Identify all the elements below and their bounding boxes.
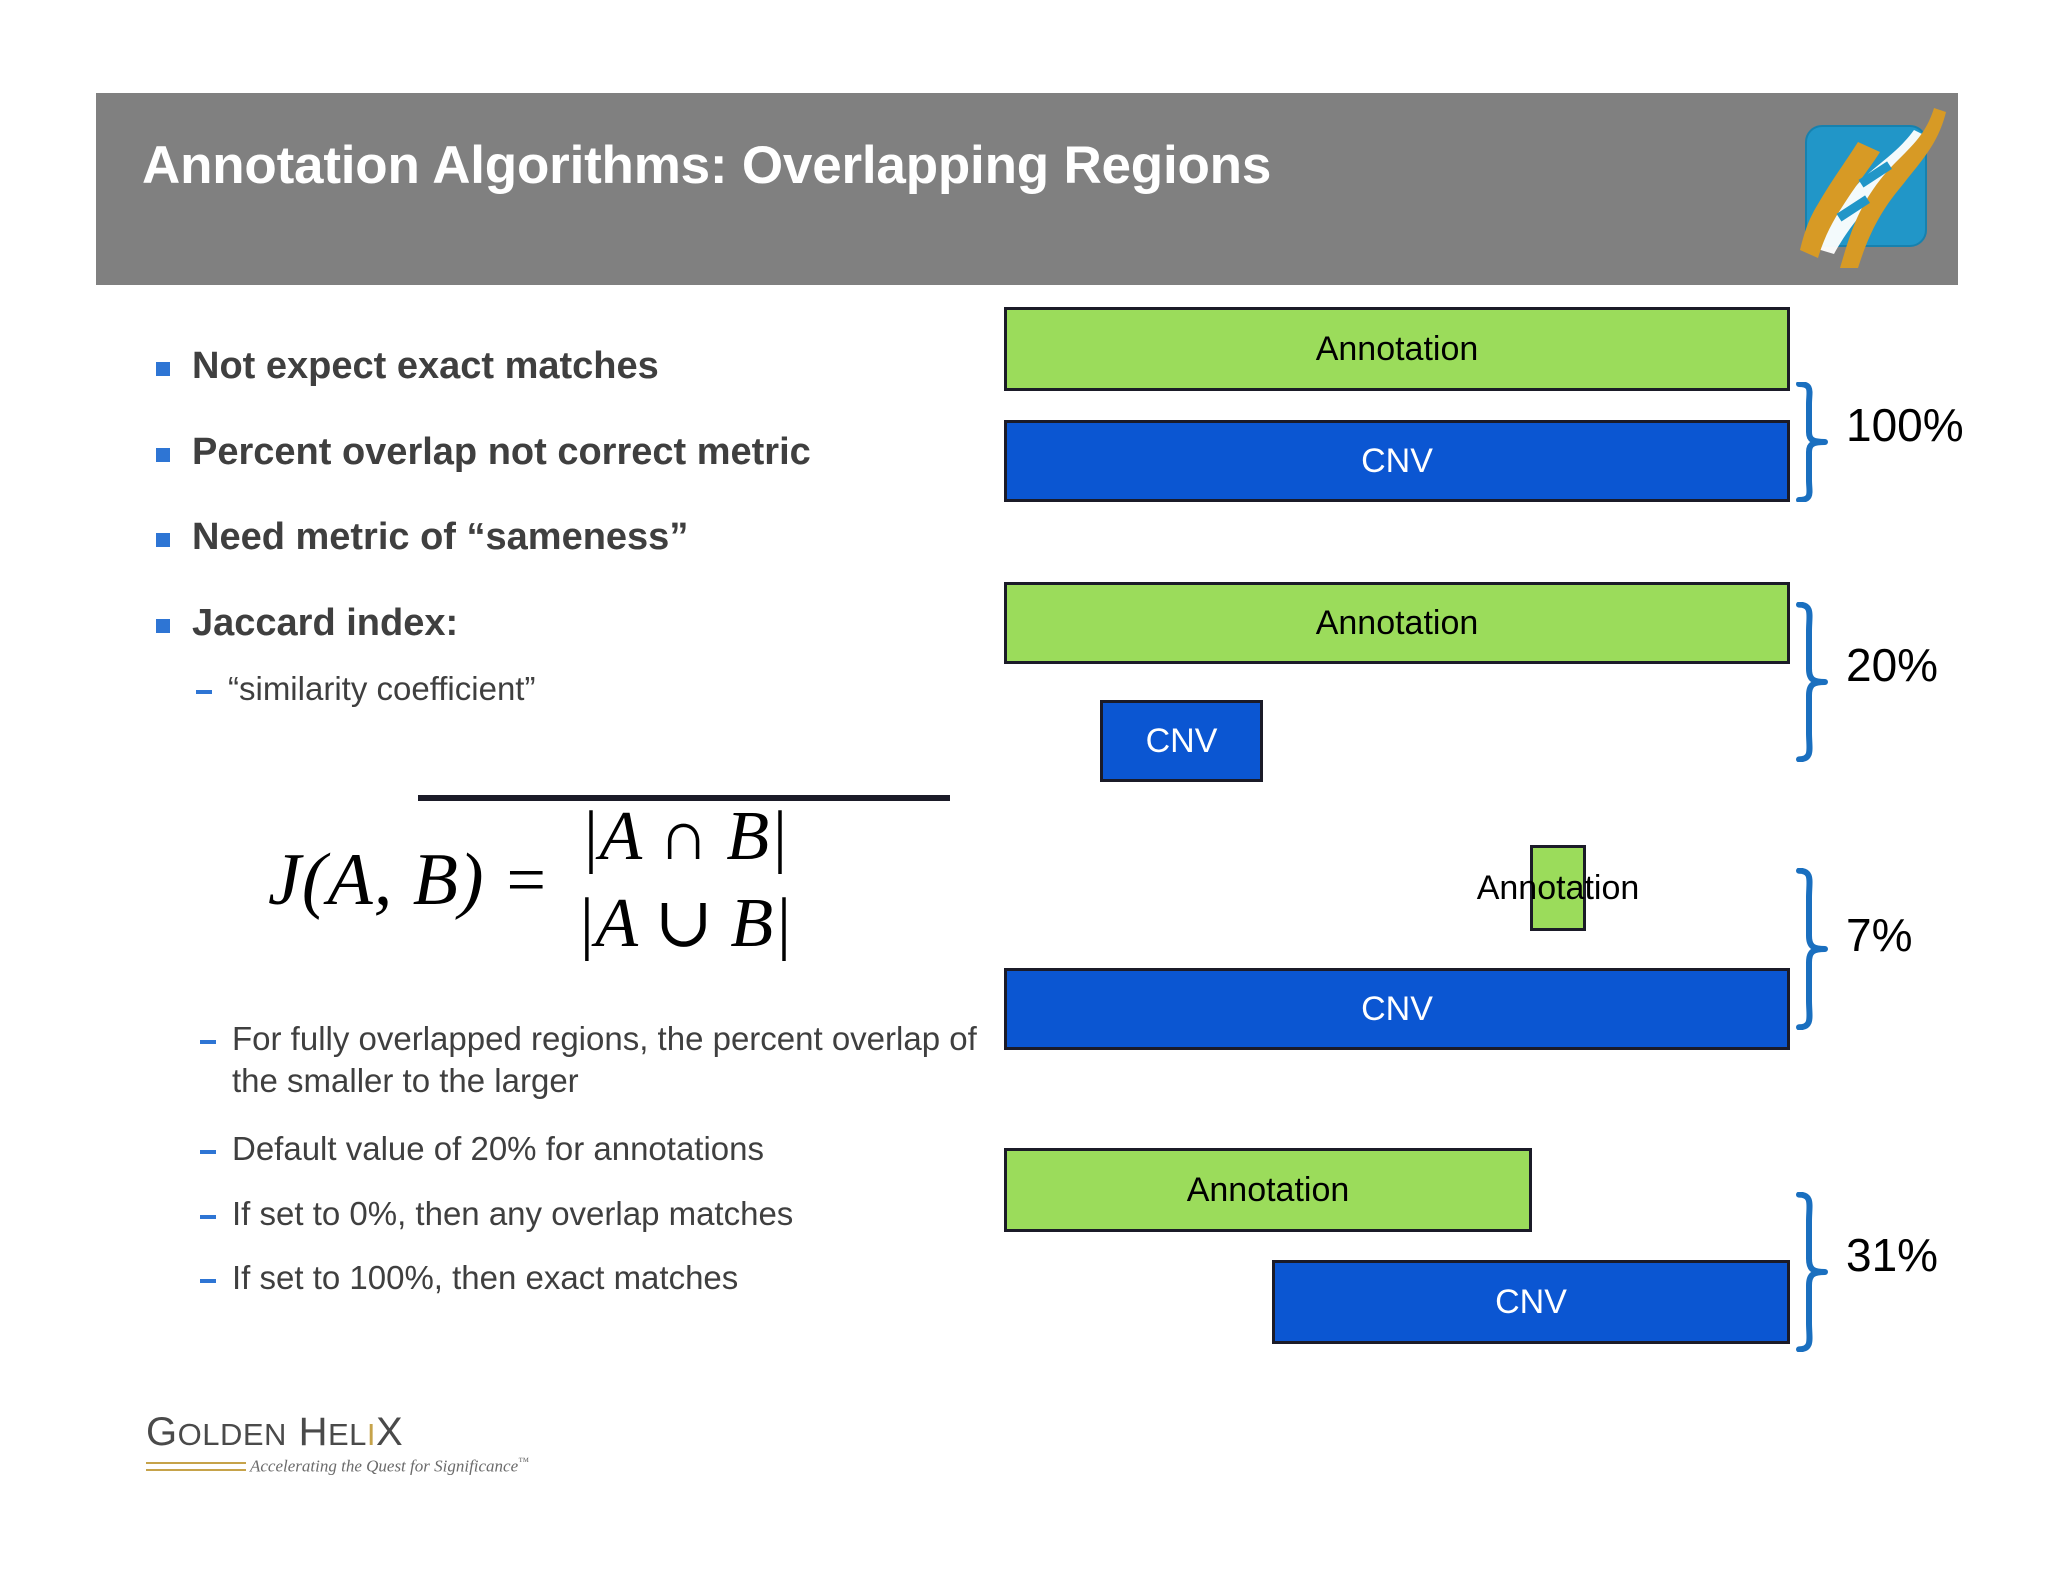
square-bullet-icon xyxy=(156,533,170,548)
formula-equals: = xyxy=(506,841,547,919)
page-title: Annotation Algorithms: Overlapping Regio… xyxy=(142,136,1272,195)
annotation-bar: Annotation xyxy=(1004,1148,1532,1232)
dash-bullet-icon xyxy=(196,689,212,694)
fraction-bar xyxy=(418,795,951,801)
sub-bullet-text: “similarity coefficient” xyxy=(228,669,536,707)
percent-label: 7% xyxy=(1846,909,1913,961)
annotation-bar-label: Annotation xyxy=(1186,1171,1350,1209)
sub-bullet-list-top: “similarity coefficient” xyxy=(150,668,980,710)
brand-wordmark-text: GOLDEN HELIX xyxy=(146,1410,404,1454)
square-bullet-icon xyxy=(156,447,170,462)
annotation-bar-label: Annotation xyxy=(1476,869,1640,907)
wordmark-rule xyxy=(146,1462,246,1471)
percent-label: 31% xyxy=(1846,1229,1939,1281)
golden-helix-dna-icon xyxy=(1796,108,1946,274)
cnv-bar: CNV xyxy=(1004,968,1790,1050)
formula-fraction: |A ∩ B| |A ∪ B| xyxy=(418,795,951,966)
list-item: If set to 0%, then any overlap matches xyxy=(190,1193,980,1235)
jaccard-formula: J(A, B) = |A ∩ B| |A ∪ B| xyxy=(268,795,951,966)
formula-denominator: |A ∪ B| xyxy=(576,885,793,962)
sub-bullet-text: If set to 100%, then exact matches xyxy=(232,1258,739,1296)
list-item: Need metric of “sameness” xyxy=(150,516,980,560)
percent-label: 20% xyxy=(1846,639,1939,691)
annotation-bar: Annotation xyxy=(1004,307,1790,391)
cnv-bar-label: CNV xyxy=(1145,722,1218,760)
list-item: Not expect exact matches xyxy=(150,345,980,389)
annotation-bar: Annotation xyxy=(1477,845,1639,931)
bullet-text: Need metric of “sameness” xyxy=(192,516,689,559)
cnv-bar-label: CNV xyxy=(1495,1283,1567,1321)
trademark-symbol: ™ xyxy=(518,1456,529,1468)
cnv-bar-label: CNV xyxy=(1361,990,1433,1028)
sub-bullet-text: Default value of 20% for annotations xyxy=(232,1130,765,1168)
bullet-text: Jaccard index: xyxy=(192,602,459,645)
cnv-bar: CNV xyxy=(1004,420,1790,502)
dash-bullet-icon xyxy=(200,1278,216,1283)
golden-helix-wordmark: GOLDEN HELIX Accelerating the Quest for … xyxy=(146,1410,529,1490)
brand-tagline: Accelerating the Quest for Significance™ xyxy=(250,1456,529,1476)
list-item: Default value of 20% for annotations xyxy=(190,1128,980,1170)
brace-icon xyxy=(1795,868,1831,1030)
bullet-text: Percent overlap not correct metric xyxy=(192,430,811,473)
sub-bullet-text: For fully overlapped regions, the percen… xyxy=(232,1020,977,1100)
annotation-bar: Annotation xyxy=(1004,582,1790,664)
list-item: “similarity coefficient” xyxy=(186,668,980,710)
formula-numerator: |A ∩ B| xyxy=(580,798,789,875)
sub-bullet-list-bottom: For fully overlapped regions, the percen… xyxy=(190,1018,980,1317)
annotation-bar-label: Annotation xyxy=(1315,604,1479,642)
bullet-list: Not expect exact matches Percent overlap… xyxy=(150,345,980,728)
slide-header-bar xyxy=(96,93,1958,285)
sub-bullet-text: If set to 0%, then any overlap matches xyxy=(232,1194,794,1232)
dash-bullet-icon xyxy=(200,1150,216,1155)
formula-lhs: J(A, B) xyxy=(268,839,485,921)
percent-label: 100% xyxy=(1846,399,1964,451)
brace-icon xyxy=(1795,382,1831,502)
annotation-bar-label: Annotation xyxy=(1315,330,1479,368)
bullet-text: Not expect exact matches xyxy=(192,345,659,387)
list-item: Percent overlap not correct metric xyxy=(150,431,980,475)
brace-icon xyxy=(1795,1192,1831,1352)
square-bullet-icon xyxy=(156,619,170,634)
list-item: If set to 100%, then exact matches xyxy=(190,1257,980,1299)
cnv-bar: CNV xyxy=(1100,700,1263,782)
list-item: Jaccard index: xyxy=(150,602,980,646)
cnv-bar: CNV xyxy=(1272,1260,1790,1344)
dash-bullet-icon xyxy=(200,1040,216,1044)
list-item: For fully overlapped regions, the percen… xyxy=(190,1018,980,1102)
square-bullet-icon xyxy=(156,362,170,376)
brace-icon xyxy=(1795,602,1831,762)
cnv-bar-label: CNV xyxy=(1361,442,1433,480)
dash-bullet-icon xyxy=(200,1214,216,1219)
